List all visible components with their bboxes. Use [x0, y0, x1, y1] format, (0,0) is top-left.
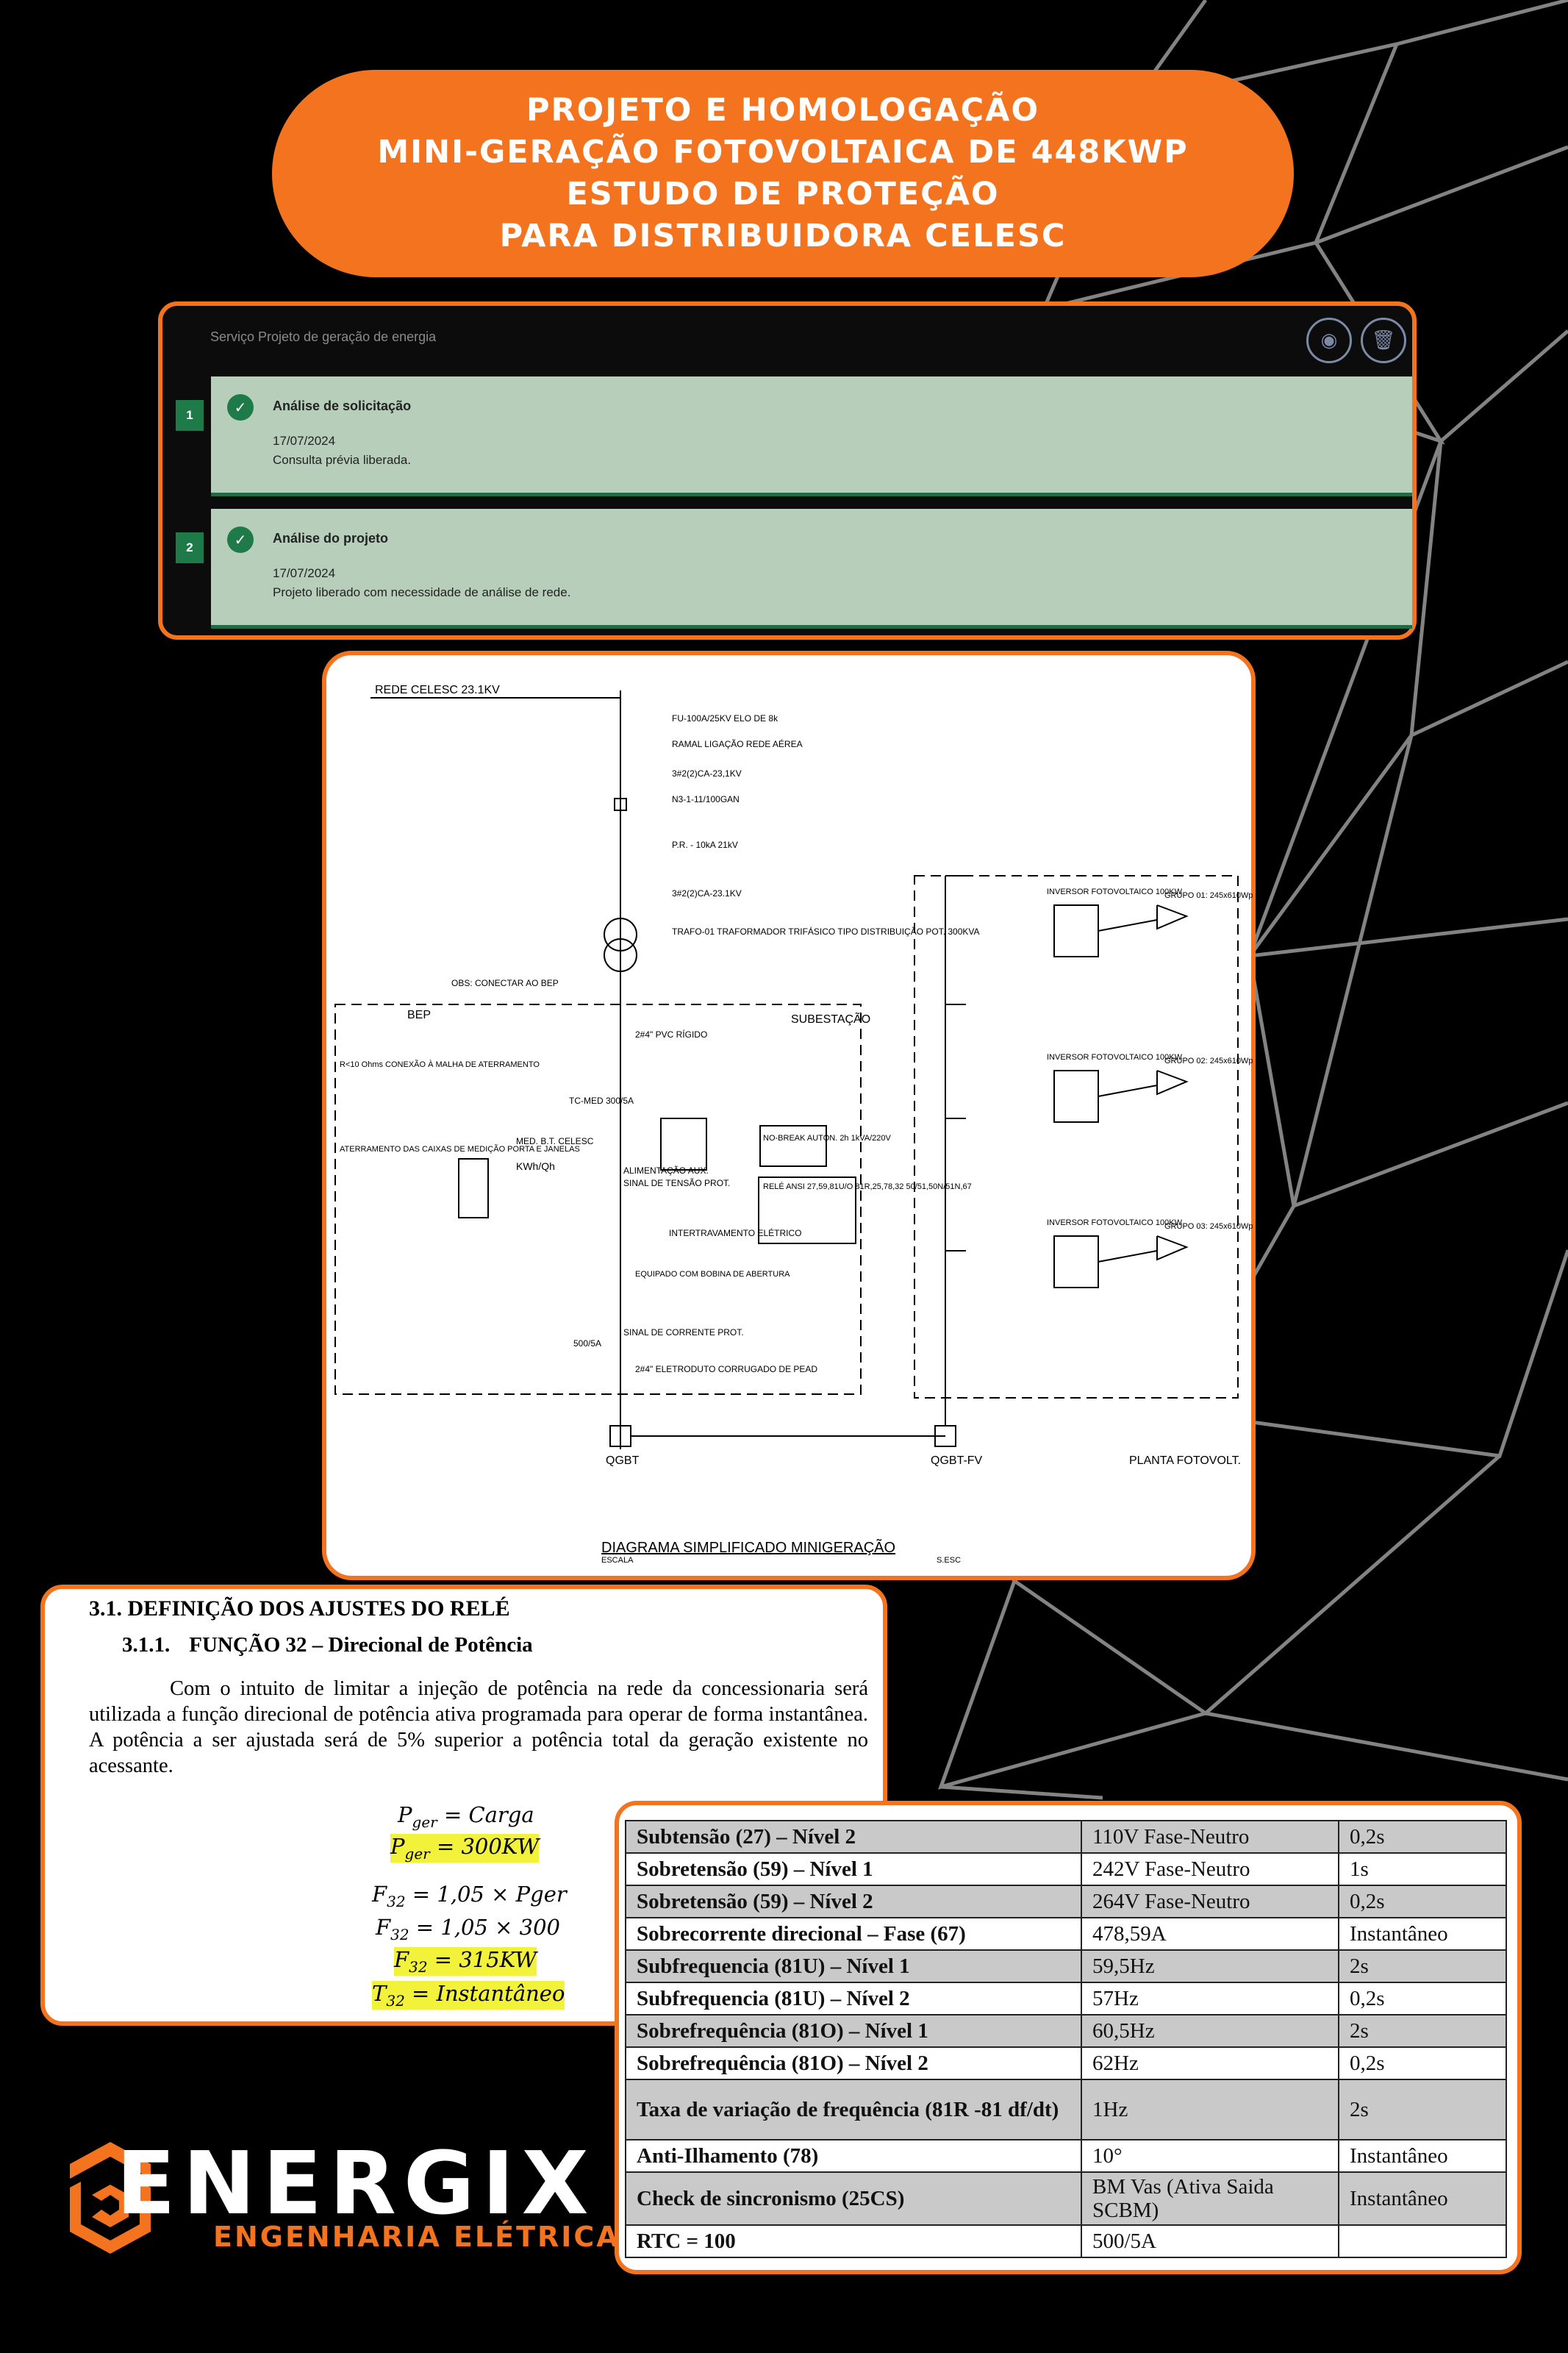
- trafo-label: TRAFO-01 TRAFORMADOR TRIFÁSICO TIPO DIST…: [672, 926, 980, 937]
- n3-label: N3-1-11/100GAN: [672, 794, 740, 804]
- banner-line-3: ESTUDO DE PROTEÇÃO: [566, 176, 1000, 213]
- tc-med-label: TC-MED 300/5A: [569, 1096, 634, 1106]
- bep-label: BEP: [407, 1009, 431, 1021]
- eye-icon[interactable]: ◉: [1306, 318, 1352, 363]
- pvc-label: 2#4" PVC RÍGIDO: [635, 1029, 707, 1040]
- subsection-title: FUNÇÃO 32 – Direcional de Potência: [189, 1633, 533, 1657]
- table-row: Taxa de variação de frequência (81R -81 …: [625, 2079, 1507, 2140]
- qgbt-fv-label: QGBT-FV: [931, 1454, 983, 1467]
- banner-line-2: MINI-GERAÇÃO FOTOVOLTAICA DE 448KWP: [377, 134, 1189, 171]
- single-line-diagram: REDE CELESC 23.1KV FU-100A/25KV ELO DE 8…: [334, 684, 1253, 1565]
- table-row: Sobrecorrente direcional – Fase (67)478,…: [625, 1917, 1507, 1951]
- inverter-label: INVERSOR FOTOVOLTAICO 100KW: [1047, 1218, 1183, 1227]
- step-title: Análise do projeto: [273, 531, 389, 546]
- banner-line-4: PARA DISTRIBUIDORA CELESC: [499, 218, 1067, 254]
- equation-f32-result: F32 = 315KW: [394, 1947, 537, 1976]
- relay-paragraph: Com o intuito de limitar a injeção de po…: [89, 1677, 868, 1777]
- table-row: Check de sincronismo (25CS)BM Vas (Ativa…: [625, 2171, 1507, 2226]
- step-description: Consulta prévia liberada.: [273, 453, 412, 467]
- table-row: Anti-Ilhamento (78)10°Instantâneo: [625, 2139, 1507, 2173]
- interlock-label: INTERTRAVAMENTO ELÉTRICO: [669, 1227, 801, 1238]
- step-number-2: 2: [176, 532, 204, 563]
- energix-logo-mark: [70, 2142, 151, 2254]
- ramal-label: RAMAL LIGAÇÃO REDE AÉREA: [672, 738, 803, 749]
- duct-label: 2#4" ELETRODUTO CORRUGADO DE PEAD: [635, 1364, 817, 1374]
- kwh-label: KWh/Qh: [516, 1160, 555, 1172]
- equation-load: Pger = Carga: [398, 1802, 534, 1831]
- aux-label: ALIMENTAÇÃO AUX.: [623, 1165, 709, 1176]
- step-description: Projeto liberado com necessidade de anál…: [273, 585, 571, 599]
- check-circle-icon: ✓: [227, 394, 254, 421]
- ground-label: R<10 Ohms CONEXÃO À MALHA DE ATERRAMENTO: [340, 1060, 540, 1069]
- banner-line-1: PROJETO E HOMOLOGAÇÃO: [526, 92, 1040, 129]
- group-label: GRUPO 03: 245x610Wp: [1164, 1222, 1253, 1231]
- grid-label: REDE CELESC 23.1KV: [375, 684, 500, 696]
- ground2-label: ATERRAMENTO DAS CAIXAS DE MEDIÇÃO PORTA …: [340, 1144, 580, 1154]
- equation-f32-formula: F32 = 1,05 × Pger: [372, 1882, 567, 1910]
- qgbt-label: QGBT: [606, 1454, 640, 1467]
- inverter-label: INVERSOR FOTOVOLTAICO 100KW: [1047, 888, 1183, 896]
- scale-value: S.ESC: [937, 1556, 961, 1565]
- tc2-label: 500/5A: [573, 1338, 601, 1349]
- group-label: GRUPO 01: 245x610Wp: [1164, 891, 1253, 900]
- logo-tagline: ENGENHARIA ELÉTRICA: [213, 2221, 620, 2253]
- meter-label: MED. B.T. CELESC: [516, 1136, 594, 1146]
- subsection-number: 3.1.1.: [122, 1633, 171, 1657]
- step-card-1[interactable]: ✓ Análise de solicitação 17/07/2024 Cons…: [211, 376, 1412, 496]
- trash-icon[interactable]: 🗑: [1361, 318, 1406, 363]
- cable2-label: 3#2(2)CA-23.1KV: [672, 888, 742, 899]
- plant-label: PLANTA FOTOVOLT.: [1129, 1454, 1241, 1467]
- group-label: GRUPO 02: 245x610Wp: [1164, 1057, 1253, 1065]
- diagram-caption: DIAGRAMA SIMPLIFICADO MINIGERAÇÃO: [601, 1538, 895, 1556]
- step-card-2[interactable]: ✓ Análise do projeto 17/07/2024 Projeto …: [211, 509, 1412, 629]
- nobreak-label: NO-BREAK AUTON. 2h 1kVA/220V: [763, 1134, 891, 1143]
- step-number-1: 1: [176, 400, 204, 431]
- inverter-label: INVERSOR FOTOVOLTAICO 100KW: [1047, 1053, 1183, 1062]
- equation-t32: T32 = Instantâneo: [372, 1981, 565, 2010]
- subsection-heading: 3.1.1. FUNÇÃO 32 – Direcional de Potência: [122, 1633, 552, 1657]
- cable-label: 3#2(2)CA-23,1KV: [672, 768, 742, 779]
- relay-label: RELÉ ANSI 27,59,81U/O 81R,25,78,32 50/51…: [763, 1182, 972, 1191]
- current-label: SINAL DE CORRENTE PROT.: [623, 1327, 744, 1338]
- equation-f32-values: F32 = 1,05 × 300: [376, 1915, 560, 1943]
- section-heading: 3.1. DEFINIÇÃO DOS AJUSTES DO RELÉ: [89, 1596, 510, 1621]
- substation-label: SUBESTAÇÃO: [791, 1011, 870, 1026]
- step-date: 17/07/2024: [273, 566, 336, 580]
- step-title: Análise de solicitação: [273, 399, 412, 413]
- equation-power: Pger = 300KW: [390, 1834, 540, 1863]
- obs-label: OBS: CONECTAR AO BEP: [451, 978, 559, 988]
- scale-label: ESCALA: [601, 1556, 634, 1565]
- pr-label: P.R. - 10kA 21kV: [672, 840, 738, 850]
- check-circle-icon: ✓: [227, 526, 254, 553]
- single-line-diagram-panel: REDE CELESC 23.1KV FU-100A/25KV ELO DE 8…: [322, 651, 1256, 1580]
- signal-label: SINAL DE TENSÃO PROT.: [623, 1178, 730, 1188]
- breaker-label: EQUIPADO COM BOBINA DE ABERTURA: [635, 1270, 790, 1279]
- step-date: 17/07/2024: [273, 434, 336, 448]
- title-banner: PROJETO E HOMOLOGAÇÃO MINI-GERAÇÃO FOTOV…: [272, 70, 1294, 277]
- fuse-label: FU-100A/25KV ELO DE 8k: [672, 713, 778, 724]
- service-label: Serviço Projeto de geração de energia: [210, 329, 437, 344]
- workflow-panel: Serviço Projeto de geração de energia ◉ …: [158, 301, 1417, 640]
- logo-wordmark: ENERGIX: [116, 2132, 596, 2234]
